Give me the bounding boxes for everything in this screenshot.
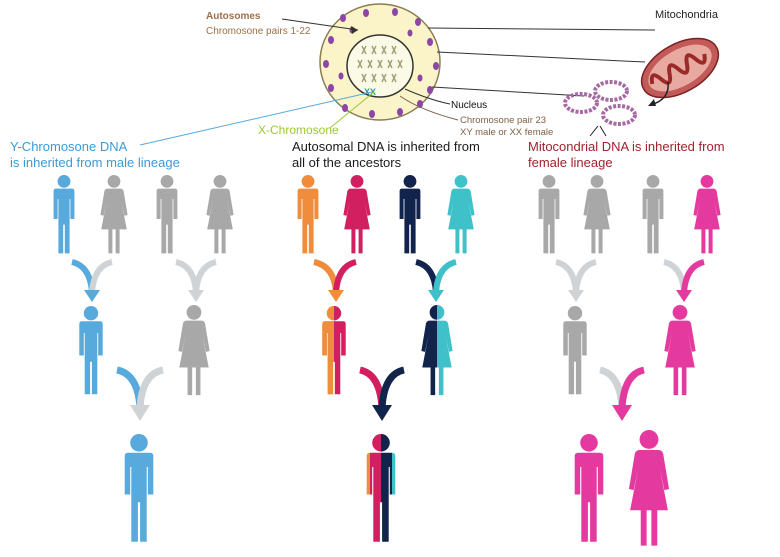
male-figure-icon — [322, 306, 346, 395]
arrow-icon — [116, 366, 646, 409]
cell-icon: XX — [319, 3, 441, 121]
female-figure-icon — [343, 175, 371, 254]
y-dna-heading-line2: is inherited from male lineage — [10, 155, 180, 170]
y-dna-heading: Y-Chromosone DNA — [10, 139, 128, 154]
autosomal-heading: Autosomal DNA is inherited from — [292, 139, 480, 154]
male-figure-icon — [642, 175, 664, 254]
female-figure-icon — [628, 430, 670, 546]
female-figure-icon — [447, 175, 475, 254]
arrow-icon — [71, 259, 705, 293]
male-figure-icon — [124, 434, 154, 542]
male-figure-icon — [297, 175, 319, 254]
male-figure-icon — [538, 175, 560, 254]
mitochondria-label: Mitochondria — [655, 9, 718, 21]
autosomes-label: Autosomes — [206, 11, 261, 22]
male-figure-icon — [563, 306, 587, 395]
mito-heading-line2: female lineage — [528, 155, 613, 170]
mitochondrion-icon — [640, 37, 720, 99]
autosomes-sub-label: Chromosone pairs 1-22 — [206, 26, 311, 37]
leader-lines — [139, 18, 656, 146]
male-figure-icon — [574, 434, 604, 542]
female-figure-icon — [178, 305, 210, 396]
mtdna-ring-icon — [563, 80, 637, 126]
male-figure-icon — [53, 175, 75, 254]
female-figure-icon — [693, 175, 721, 254]
autosomal-heading-line2: all of the ancestors — [292, 155, 402, 170]
female-figure-icon — [100, 175, 128, 254]
mito-heading: Mitocondrial DNA is inherited from — [528, 139, 725, 154]
male-figure-icon — [156, 175, 178, 254]
pair23-label: Chromosone pair 23 — [460, 115, 547, 126]
male-figure-icon — [366, 434, 396, 542]
female-figure-icon — [421, 305, 453, 396]
nucleus-label: Nucleus — [451, 100, 488, 111]
male-figure-icon — [399, 175, 421, 254]
x-chromosome-label: X-Chromosone — [258, 123, 339, 137]
pair23-sub-label: XY male or XX female — [460, 127, 554, 138]
male-figure-icon — [79, 306, 103, 395]
female-figure-icon — [206, 175, 234, 254]
female-figure-icon — [583, 175, 611, 254]
female-figure-icon — [664, 305, 696, 396]
